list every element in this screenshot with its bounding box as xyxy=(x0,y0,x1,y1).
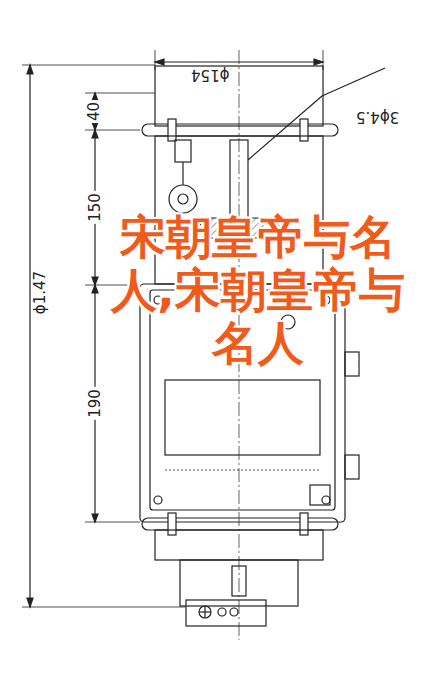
dimension-label: 150 xyxy=(88,191,103,224)
dimension-label: 40 xyxy=(87,100,102,123)
dimension-label: ϕ154 xyxy=(189,67,232,82)
dimension-label: ϕ1.47 xyxy=(33,269,48,316)
watermark: 宋朝皇帝与名人,宋朝皇帝与名人 xyxy=(108,211,408,370)
dimension-label: 190 xyxy=(88,387,103,420)
dimension-label: 3ϕ4.5 xyxy=(354,109,401,124)
